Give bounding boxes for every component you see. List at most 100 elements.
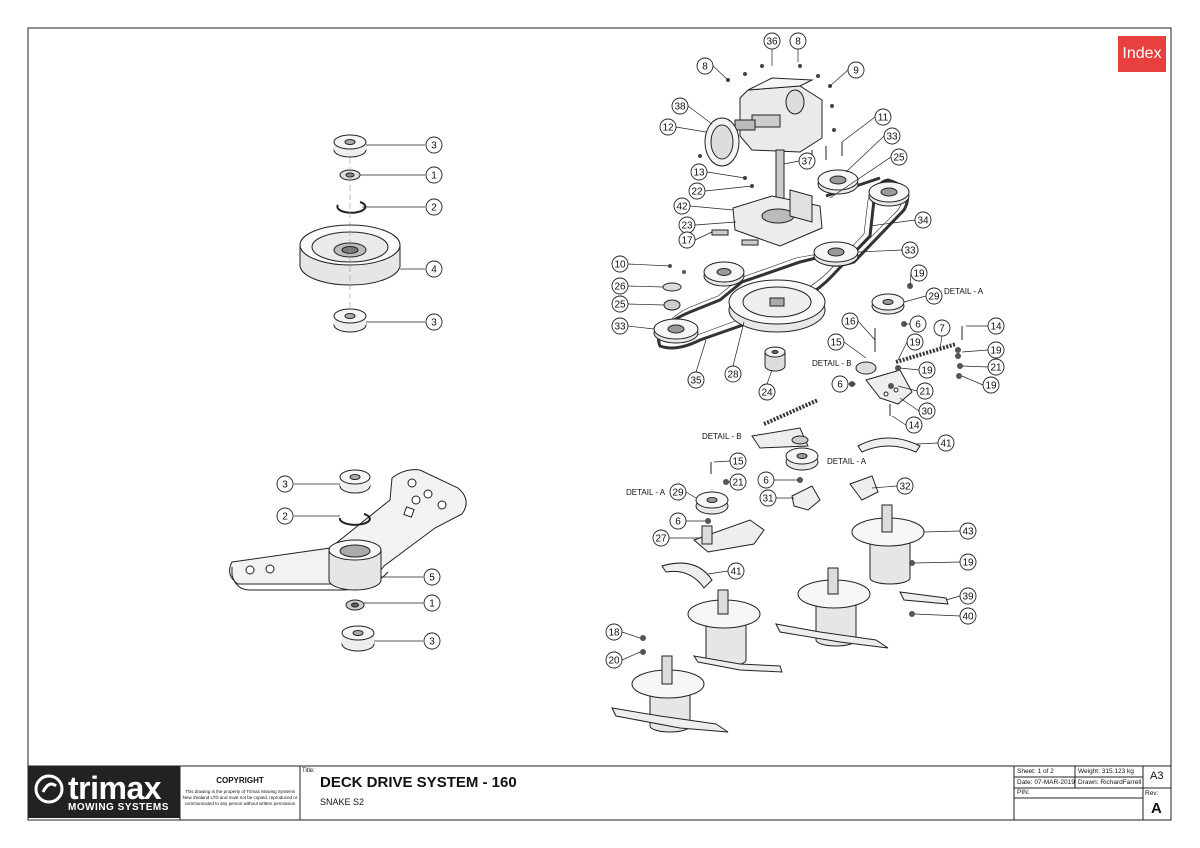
part-balloon: 4 [425,260,443,278]
balloon-circle [688,182,706,200]
balloon-circle [914,211,932,229]
balloon-number: 1 [429,599,435,610]
balloon-circle [423,632,441,650]
balloon-circle [611,295,629,313]
balloon-number: 25 [614,300,626,311]
balloon-number: 31 [762,494,774,505]
balloon-circle [847,61,865,79]
balloon-number: 12 [662,123,674,134]
part-balloon: 12 [659,118,677,136]
rev-label: Rev: [1145,790,1159,797]
balloon-number: 21 [919,387,931,398]
balloon-circle [759,489,777,507]
part-balloon: 43 [959,522,977,540]
balloon-number: 17 [681,236,693,247]
part-balloon: 31 [759,489,777,507]
index-button[interactable]: Index [1118,36,1166,72]
balloon-number: 21 [990,363,1002,374]
detail-label: DETAIL - A [626,488,666,497]
balloon-number: 42 [676,202,688,213]
part-balloon: 41 [727,562,745,580]
balloon-number: 7 [939,324,945,335]
balloon-circle [896,477,914,495]
balloon-number: 30 [921,407,933,418]
balloon-number: 34 [917,216,929,227]
balloon-number: 19 [985,381,997,392]
part-balloon: 6 [909,315,927,333]
part-balloon: 35 [687,371,705,389]
part-balloon: 18 [605,623,623,641]
balloon-circle [901,241,919,259]
detail-label: DETAIL - A [944,287,984,296]
balloon-circle [696,57,714,75]
part-balloon: 19 [918,361,936,379]
balloon-number: 5 [429,573,435,584]
balloon-number: 3 [429,637,435,648]
revision: A [1151,800,1162,817]
balloon-circle [883,127,901,145]
part-balloon: 26 [611,277,629,295]
part-balloon: 21 [987,358,1005,376]
balloon-circle [918,361,936,379]
part-balloon: 23 [678,216,696,234]
balloon-number: 41 [730,567,742,578]
balloon-number: 14 [990,322,1002,333]
balloon-circle [611,277,629,295]
sheet-border [27,27,1172,821]
detail-label: DETAIL - A [827,457,867,466]
balloon-circle [909,315,927,333]
balloon-number: 22 [691,187,703,198]
balloon-circle [425,166,443,184]
part-balloon: 33 [611,317,629,335]
balloon-circle [276,475,294,493]
balloon-circle [669,512,687,530]
balloon-circle [910,264,928,282]
part-balloon: 32 [896,477,914,495]
balloon-circle [987,317,1005,335]
balloon-circle [789,32,807,50]
balloon-number: 33 [614,322,626,333]
balloon-circle [916,382,934,400]
balloon-circle [687,371,705,389]
balloon-number: 40 [962,612,974,623]
part-balloon: 8 [696,57,714,75]
balloon-number: 15 [830,338,842,349]
part-balloon: 21 [729,473,747,491]
balloon-circle [918,402,936,420]
part-balloon: 19 [959,553,977,571]
balloon-circle [925,287,943,305]
leaders-left-lower [294,483,423,642]
part-balloon: 16 [841,312,859,330]
balloon-number: 14 [908,421,920,432]
balloon-number: 15 [732,457,744,468]
part-balloon: 9 [847,61,865,79]
balloon-circle [757,471,775,489]
part-balloon: 15 [827,333,845,351]
balloon-circle [933,319,951,337]
balloon-number: 4 [431,265,437,276]
balloon-number: 21 [732,478,744,489]
balloon-circle [678,231,696,249]
balloon-number: 6 [675,517,681,528]
logo-wordmark: trimax [68,770,162,806]
balloon-number: 3 [431,141,437,152]
part-balloon: 11 [874,108,892,126]
part-balloon: 37 [798,152,816,170]
balloon-circle [729,452,747,470]
balloon-number: 29 [928,292,940,303]
balloon-number: 19 [990,346,1002,357]
part-balloon: 3 [425,313,443,331]
balloon-number: 8 [702,62,708,73]
balloon-number: 33 [886,132,898,143]
blade-spindles [611,504,949,733]
balloon-number: 13 [693,168,705,179]
drawn-by: Drawn: RichardFarrell [1078,779,1142,786]
balloon-circle [729,473,747,491]
balloon-circle [959,587,977,605]
copyright-title: COPYRIGHT [216,776,264,785]
part-balloon: 30 [918,402,936,420]
balloon-number: 38 [674,102,686,113]
balloon-number: 9 [853,66,859,77]
balloon-number: 28 [727,370,739,381]
